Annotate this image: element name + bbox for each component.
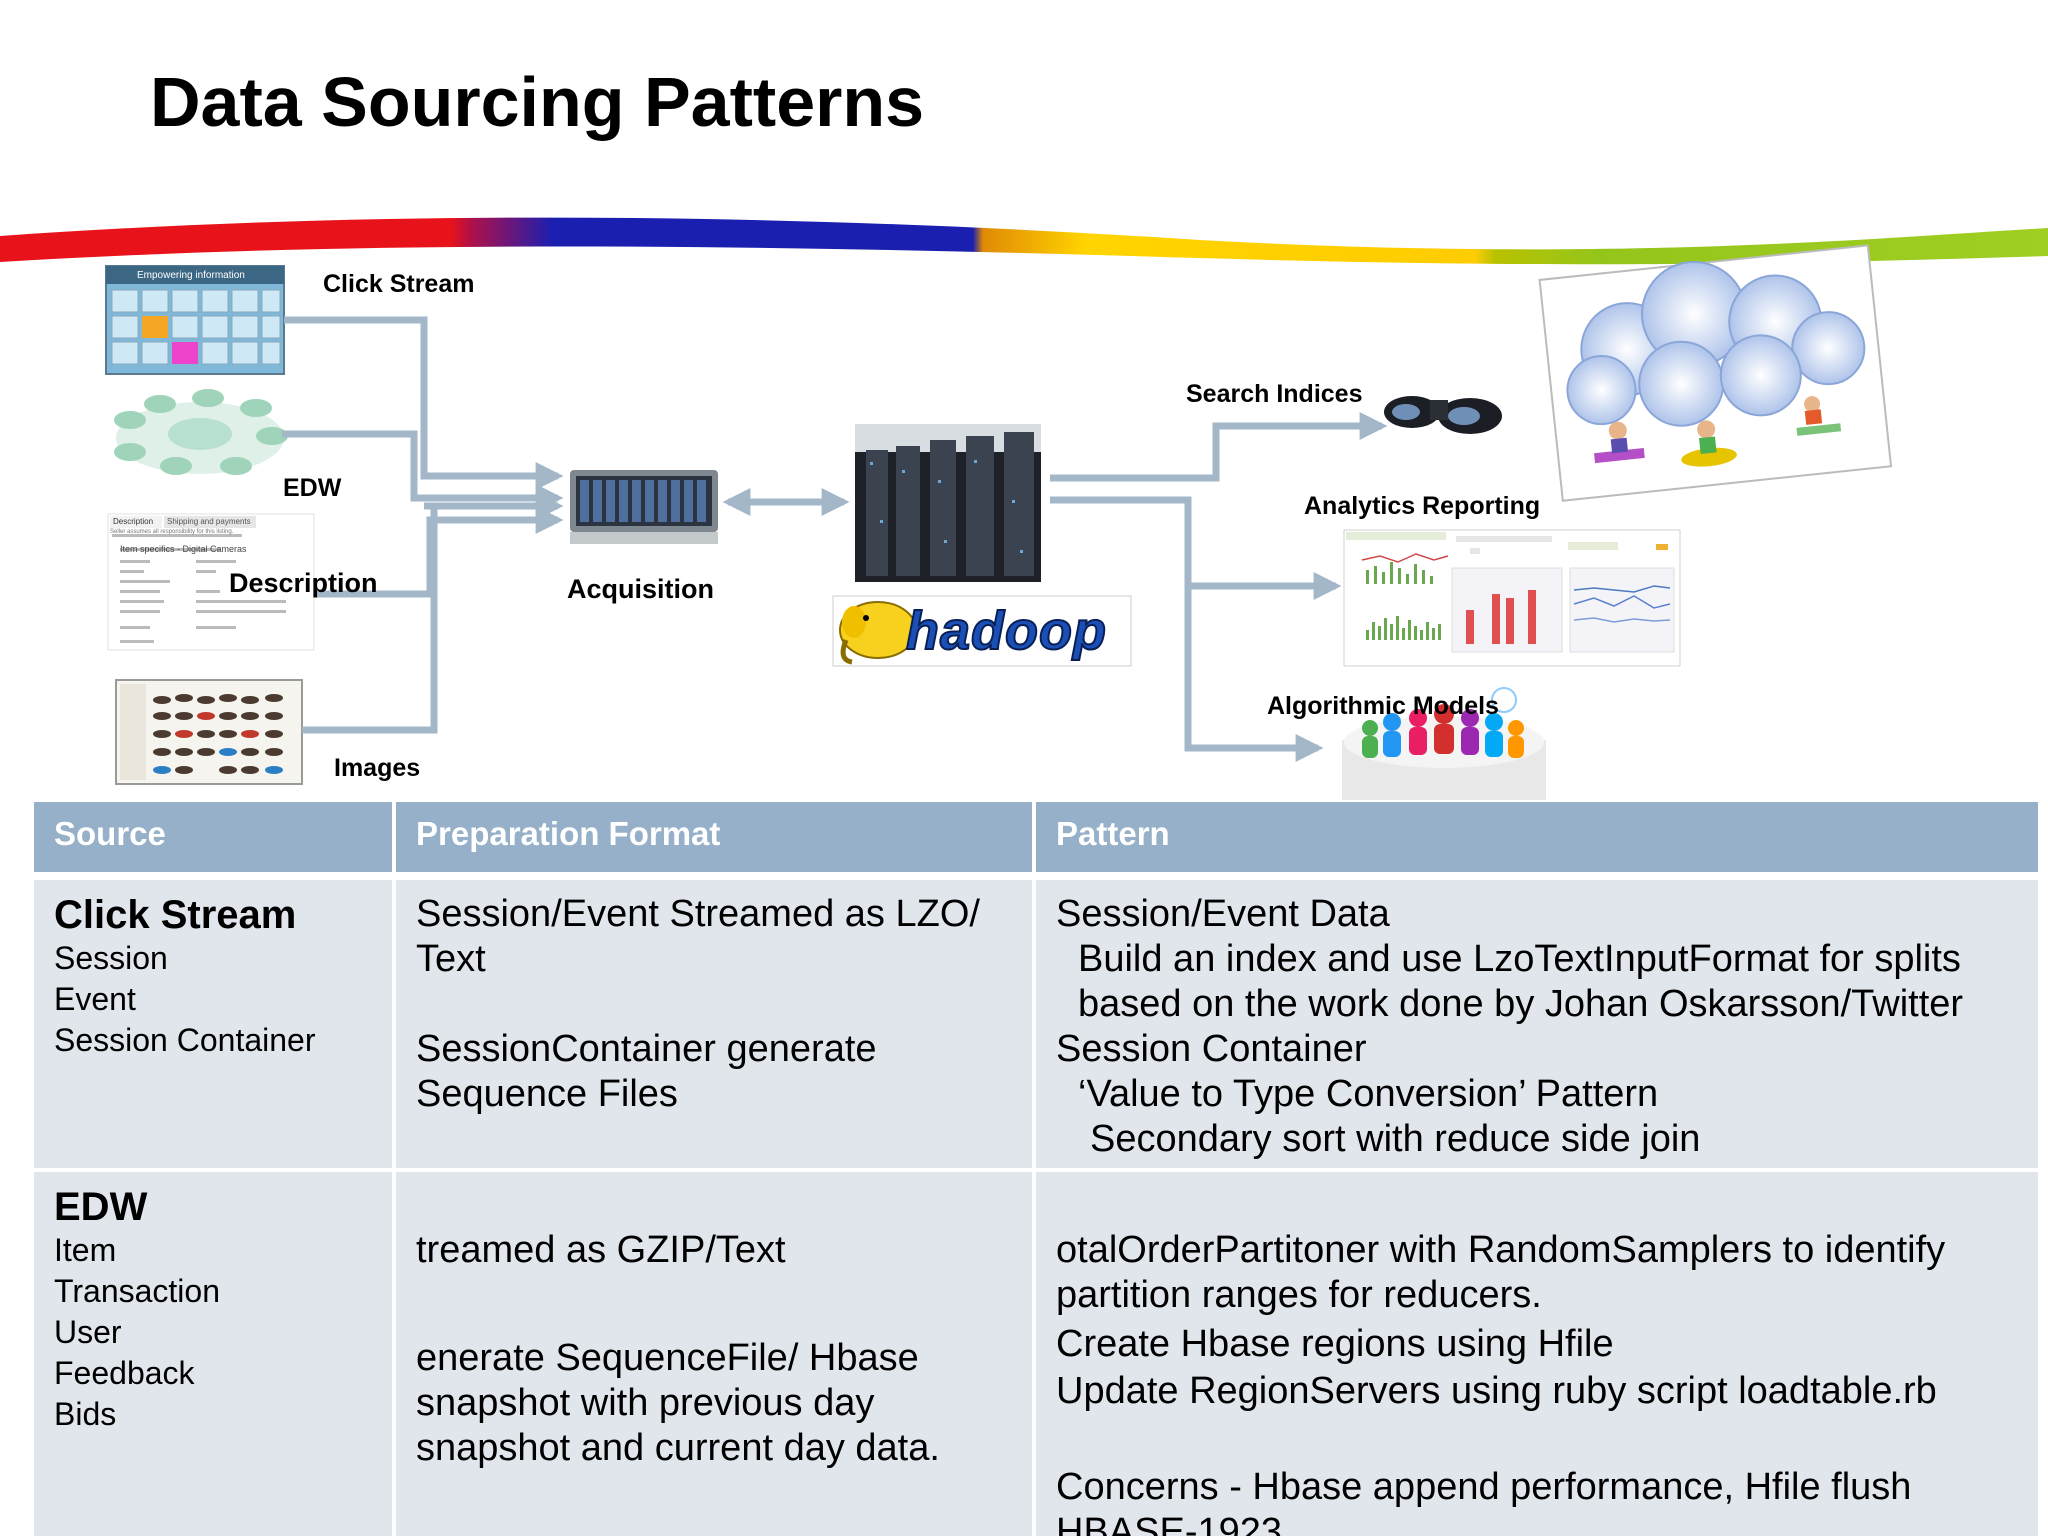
prep-line: Sequence Files — [416, 1073, 678, 1115]
row-click-stream-prep: Session/Event Streamed as LZO/ Text Sess… — [396, 880, 1032, 1168]
pattern-line: Build an index and use LzoTextInputForma… — [1078, 938, 1961, 980]
hadoop-logo-text: hadoop — [905, 600, 1107, 662]
hadoop-cluster-icon — [855, 424, 1041, 582]
label-images: Images — [334, 754, 421, 782]
description-note: Seller assumes all responsibility for th… — [110, 529, 234, 535]
prep-line: SessionContainer generate — [416, 1028, 877, 1070]
row-edw-prep: treamed as GZIP/Text enerate SequenceFil… — [396, 1172, 1032, 1536]
prep-line: snapshot and current day data. — [416, 1427, 940, 1469]
source-item: Bids — [54, 1396, 117, 1432]
pattern-spacer — [1056, 1414, 2018, 1465]
row-edw-source: EDW Item Transaction User Feedback Bids — [34, 1172, 392, 1536]
images-thumbnail — [115, 679, 303, 785]
label-search-indices: Search Indices — [1186, 380, 1363, 408]
prep-spacer — [416, 982, 1012, 1027]
pattern-line: ‘Value to Type Conversion’ Pattern — [1078, 1073, 1659, 1115]
pattern-line: Update RegionServers using ruby script l… — [1056, 1370, 1937, 1412]
source-item: Transaction — [54, 1273, 220, 1309]
analytics-dashboard-thumbnail — [1343, 529, 1681, 667]
algorithmic-models-icon — [1342, 687, 1546, 800]
cloud-users-icon — [1538, 244, 1893, 502]
pattern-line: Session Container — [1056, 1028, 1367, 1070]
acquisition-server-icon — [570, 470, 718, 544]
source-name: Click Stream — [54, 893, 297, 937]
pattern-line: Concerns - Hbase append performance, Hfi… — [1056, 1466, 1912, 1508]
prep-line: Text — [416, 938, 486, 980]
header-preparation-format: Preparation Format — [396, 802, 1032, 872]
click-stream-caption: Empowering information — [137, 270, 245, 281]
label-edw: EDW — [283, 474, 342, 502]
label-click-stream: Click Stream — [323, 270, 475, 298]
label-analytics-reporting: Analytics Reporting — [1304, 492, 1541, 520]
prep-line: snapshot with previous day — [416, 1382, 875, 1424]
edw-thumbnail — [114, 389, 288, 475]
row-click-stream-pattern: Session/Event Data Build an index and us… — [1036, 880, 2038, 1168]
hadoop-logo — [832, 595, 1132, 667]
description-tab-1: Description — [113, 517, 154, 526]
page-title: Data Sourcing Patterns — [150, 63, 925, 141]
pattern-line: Create Hbase regions using Hfile — [1056, 1323, 1614, 1365]
header-source: Source — [34, 802, 392, 872]
description-tab-2: Shipping and payments — [167, 517, 251, 526]
label-acquisition: Acquisition — [567, 574, 714, 604]
description-thumbnail — [107, 513, 315, 651]
source-item: User — [54, 1314, 122, 1350]
source-item: Session — [54, 940, 168, 976]
pattern-line: Session/Event Data — [1056, 893, 1390, 935]
source-name: EDW — [54, 1185, 148, 1229]
prep-line: Session/Event Streamed as LZO/ — [416, 893, 980, 935]
label-algorithmic-models: Algorithmic Models — [1267, 692, 1499, 720]
source-item: Feedback — [54, 1355, 195, 1391]
label-description: Description — [229, 568, 378, 598]
row-edw-pattern: otalOrderPartitoner with RandomSamplers … — [1036, 1172, 2038, 1536]
binoculars-icon — [1384, 396, 1502, 434]
pattern-line: based on the work done by Johan Oskarsso… — [1078, 983, 1964, 1025]
description-heading: Item specifics - Digital Cameras — [120, 544, 247, 554]
source-item: Item — [54, 1232, 117, 1268]
pattern-line: otalOrderPartitoner with RandomSamplers … — [1056, 1229, 1946, 1271]
pattern-line: partition ranges for reducers. — [1056, 1274, 1542, 1316]
prep-spacer — [416, 1273, 1012, 1336]
prep-line: enerate SequenceFile/ Hbase — [416, 1337, 919, 1379]
row-click-stream-source: Click Stream Session Event Session Conta… — [34, 880, 392, 1168]
prep-line: treamed as GZIP/Text — [416, 1229, 786, 1271]
header-pattern: Pattern — [1036, 802, 2038, 872]
pattern-line: HBASE-1923 — [1056, 1511, 1283, 1536]
pattern-line: Secondary sort with reduce side join — [1090, 1118, 1701, 1160]
click-stream-thumbnail — [105, 265, 285, 375]
source-item: Event — [54, 981, 136, 1017]
color-ribbon — [0, 217, 2048, 265]
data-flow-diagram — [0, 217, 2048, 800]
source-item: Session Container — [54, 1022, 316, 1058]
